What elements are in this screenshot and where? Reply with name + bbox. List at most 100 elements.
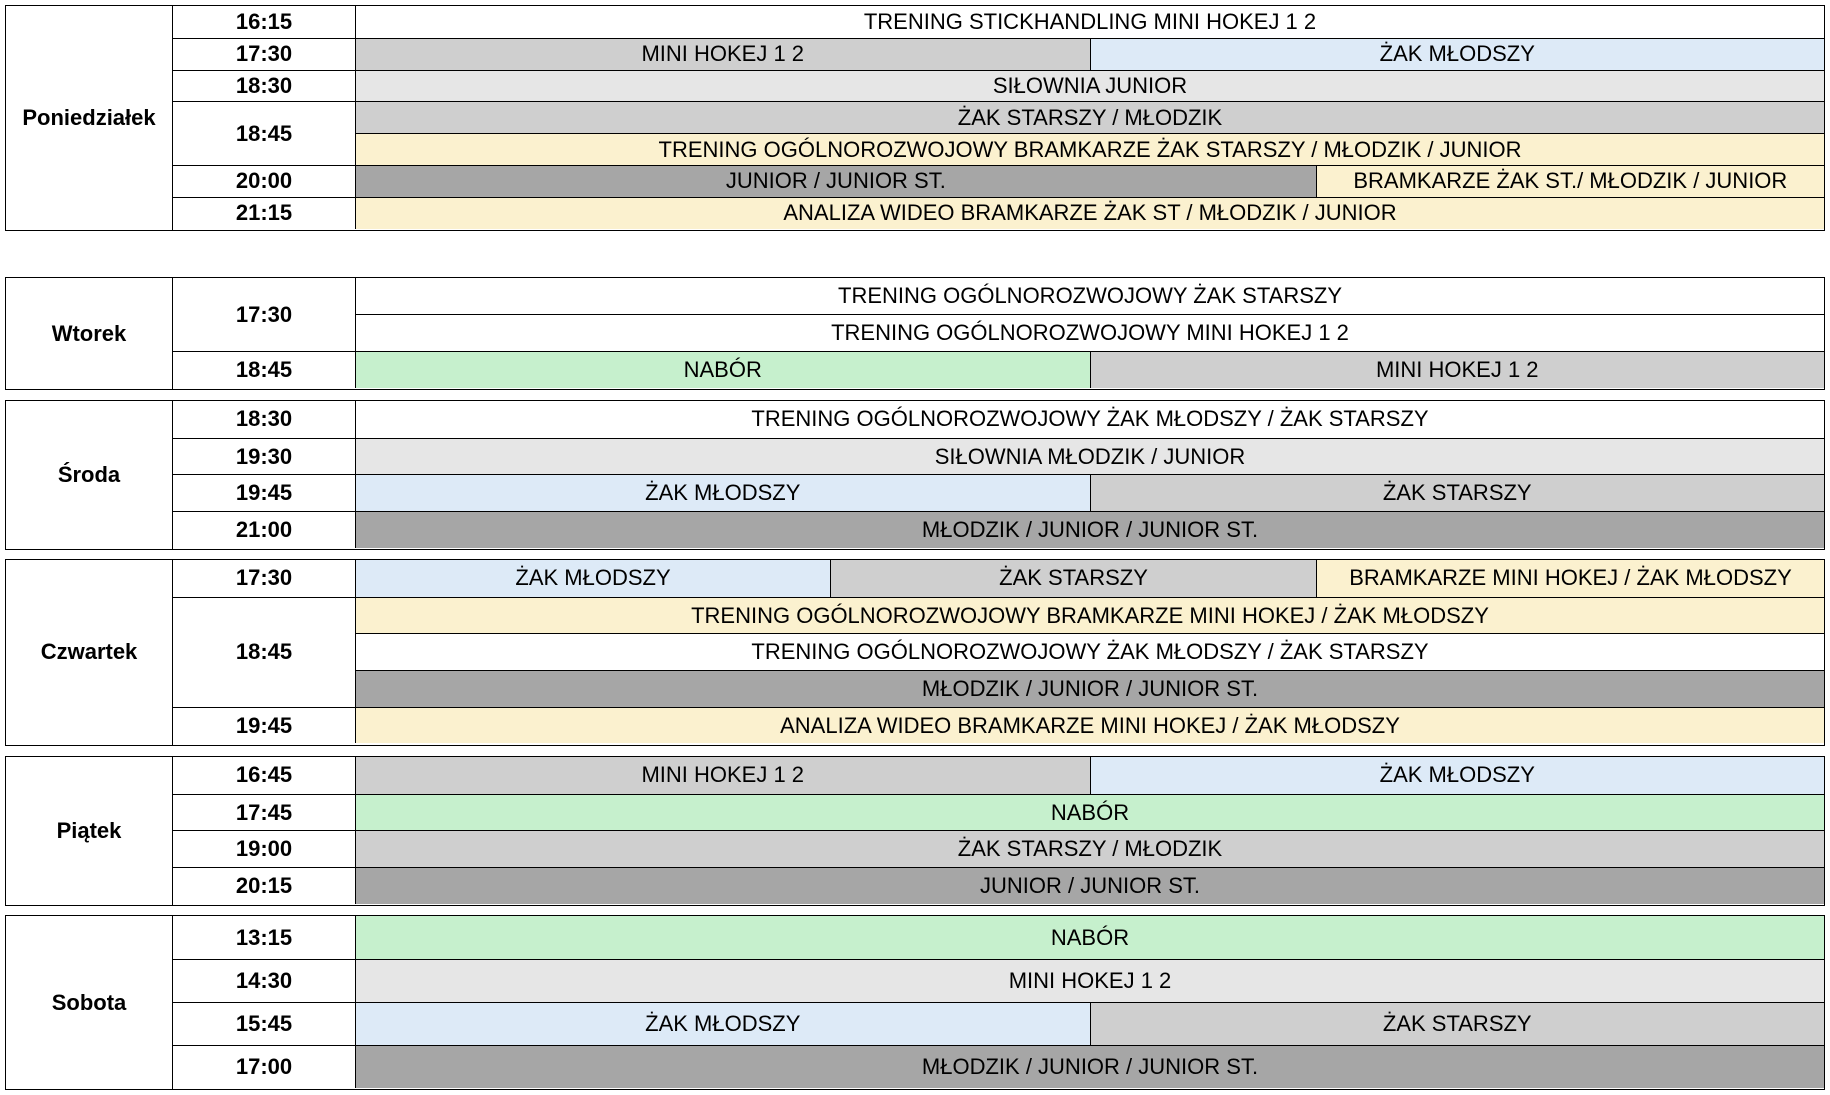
slot-time: 20:00: [173, 165, 356, 197]
activity-cell: TRENING OGÓLNOROZWOJOWY BRAMKARZE MINI H…: [356, 597, 1824, 634]
activity-cell: NABÓR: [356, 794, 1824, 831]
activity-cell: TRENING OGÓLNOROZWOJOWY ŻAK MŁODSZY / ŻA…: [356, 634, 1824, 671]
slot-time: 19:00: [173, 831, 356, 868]
activity-cell: NABÓR: [356, 916, 1824, 959]
activity-cell: MŁODZIK / JUNIOR / JUNIOR ST.: [356, 512, 1824, 548]
activity-cell: ŻAK MŁODSZY: [356, 1003, 1090, 1045]
activity-cell: MINI HOKEJ 1 2: [356, 38, 1090, 70]
activity-row: MŁODZIK / JUNIOR / JUNIOR ST.: [356, 670, 1824, 707]
activity-row: NABÓR: [356, 916, 1824, 959]
slot-time: 18:45: [173, 102, 356, 165]
activity-cell: ŻAK MŁODSZY: [1089, 38, 1824, 70]
activity-row: ANALIZA WIDEO BRAMKARZE MINI HOKEJ / ŻAK…: [356, 707, 1824, 744]
activity-cell: SIŁOWNIA JUNIOR: [356, 70, 1824, 102]
activity-row: TRENING OGÓLNOROZWOJOWY ŻAK MŁODSZY / ŻA…: [356, 633, 1824, 671]
slot-time: 17:30: [173, 560, 356, 597]
slot-time: 14:30: [173, 960, 356, 1002]
slot-time: 17:30: [173, 38, 356, 70]
activity-cell: TRENING OGÓLNOROZWOJOWY ŻAK STARSZY: [356, 278, 1824, 315]
activity-cell: BRAMKARZE ŻAK ST./ MŁODZIK / JUNIOR: [1315, 165, 1824, 197]
activity-row: SIŁOWNIA MŁODZIK / JUNIOR: [356, 438, 1824, 475]
activity-cell: BRAMKARZE MINI HOKEJ / ŻAK MŁODSZY: [1316, 560, 1824, 597]
slot-time: 18:30: [173, 70, 356, 102]
activity-cell: ŻAK STARSZY: [1089, 1003, 1824, 1045]
day-name: Piątek: [6, 757, 173, 905]
day-name: Środa: [6, 401, 173, 549]
slot-time: 19:45: [173, 707, 356, 744]
activity-cell: SIŁOWNIA MŁODZIK / JUNIOR: [356, 438, 1824, 475]
activity-cell: ŻAK MŁODSZY: [1089, 757, 1824, 794]
activity-cell: ŻAK STARSZY / MŁODZIK: [356, 102, 1824, 134]
activity-cell: JUNIOR / JUNIOR ST.: [356, 165, 1316, 197]
activity-cell: ŻAK MŁODSZY: [356, 560, 831, 597]
activity-row: TRENING OGÓLNOROZWOJOWY BRAMKARZE MINI H…: [356, 597, 1824, 634]
slot-time: 21:00: [173, 512, 356, 548]
slot-time: 17:30: [173, 278, 356, 352]
activity-row: ŻAK STARSZY / MŁODZIK: [356, 831, 1824, 868]
activity-cell: MINI HOKEJ 1 2: [1089, 352, 1824, 389]
day-name: Poniedziałek: [6, 6, 173, 230]
slot-time: 20:15: [173, 868, 356, 904]
activity-cell: ŻAK STARSZY / MŁODZIK: [356, 831, 1824, 868]
slot-time: 15:45: [173, 1003, 356, 1045]
slot-time: 18:45: [173, 352, 356, 389]
activity-cell: TRENING OGÓLNOROZWOJOWY ŻAK MŁODSZY / ŻA…: [356, 401, 1824, 438]
activity-cell: TRENING OGÓLNOROZWOJOWY MINI HOKEJ 1 2: [356, 315, 1824, 352]
slot-time: 19:45: [173, 475, 356, 512]
slot-time: 13:15: [173, 916, 356, 959]
activity-row: TRENING STICKHANDLING MINI HOKEJ 1 2: [356, 6, 1824, 38]
activity-row: JUNIOR / JUNIOR ST.: [356, 868, 1824, 904]
slot-time: 18:30: [173, 401, 356, 438]
activity-cell: MŁODZIK / JUNIOR / JUNIOR ST.: [356, 1046, 1824, 1088]
activity-row: NABÓR: [356, 794, 1824, 831]
activity-row: TRENING OGÓLNOROZWOJOWY ŻAK STARSZY: [356, 278, 1824, 315]
activity-row: MŁODZIK / JUNIOR / JUNIOR ST.: [356, 512, 1824, 548]
slot-time: 17:45: [173, 794, 356, 831]
activity-row: SIŁOWNIA JUNIOR: [356, 70, 1824, 102]
activity-cell: ANALIZA WIDEO BRAMKARZE MINI HOKEJ / ŻAK…: [356, 707, 1824, 744]
slot-time: 16:45: [173, 757, 356, 794]
activity-row: MINI HOKEJ 1 2: [356, 960, 1824, 1002]
activity-row: JUNIOR / JUNIOR ST.BRAMKARZE ŻAK ST./ MŁ…: [356, 165, 1824, 197]
activity-row: TRENING OGÓLNOROZWOJOWY ŻAK MŁODSZY / ŻA…: [356, 401, 1824, 438]
activity-cell: TRENING STICKHANDLING MINI HOKEJ 1 2: [356, 6, 1824, 38]
activity-cell: ŻAK STARSZY: [1089, 475, 1824, 512]
activity-cell: JUNIOR / JUNIOR ST.: [356, 868, 1824, 904]
slot-time: 19:30: [173, 438, 356, 475]
activity-cell: TRENING OGÓLNOROZWOJOWY BRAMKARZE ŻAK ST…: [356, 134, 1824, 165]
activity-cell: MINI HOKEJ 1 2: [356, 757, 1090, 794]
activity-cell: NABÓR: [356, 352, 1090, 389]
activity-row: ANALIZA WIDEO BRAMKARZE ŻAK ST / MŁODZIK…: [356, 197, 1824, 229]
day-name: Czwartek: [6, 560, 173, 745]
slot-time: 18:45: [173, 597, 356, 707]
